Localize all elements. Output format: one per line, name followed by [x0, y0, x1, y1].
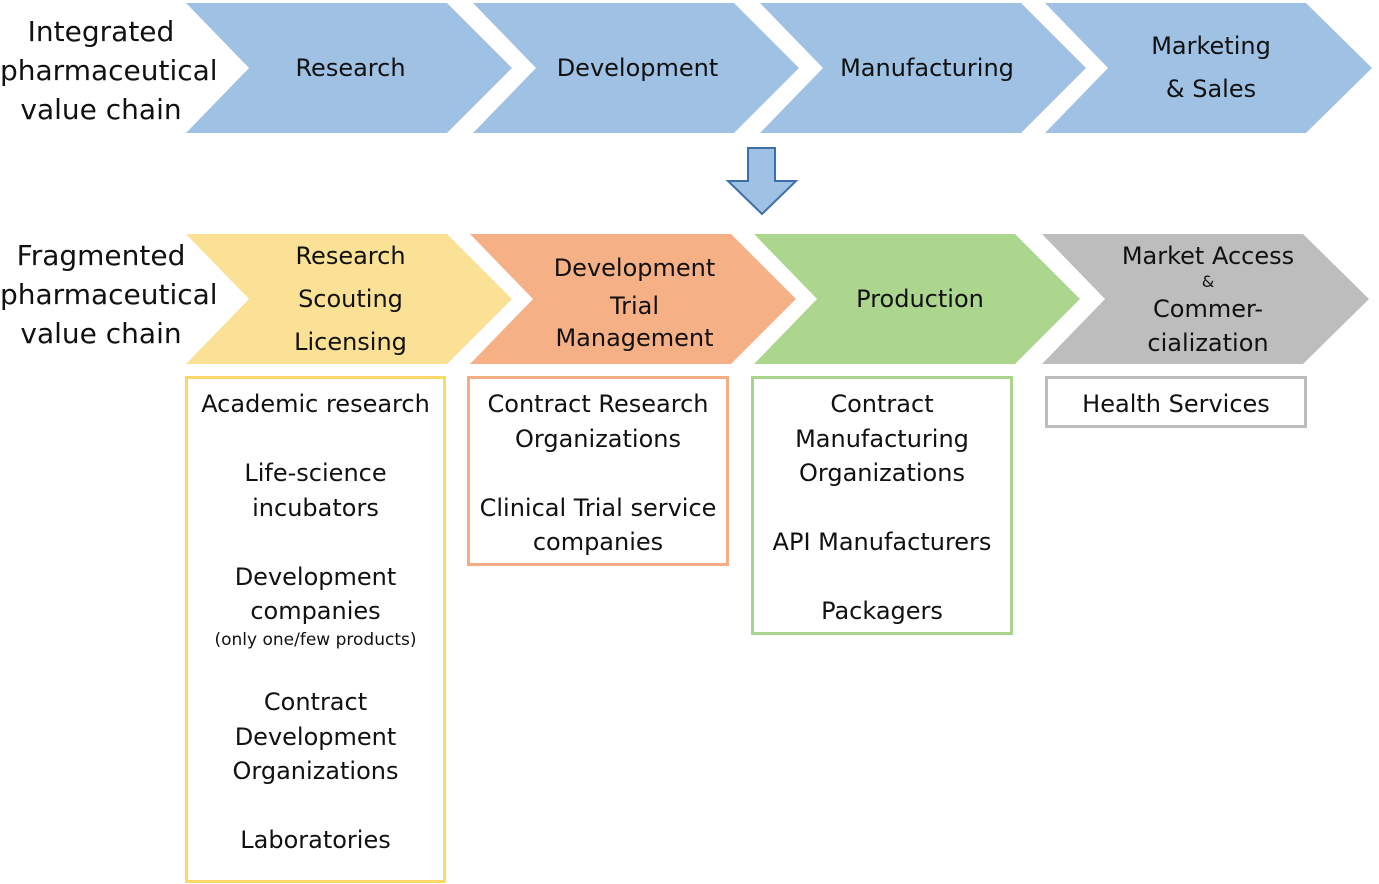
integrated-chain-label: Integrated pharmaceutical value chain: [0, 12, 218, 129]
integrated-chevron-development: [473, 3, 799, 133]
actor-laboratories: Laboratories: [240, 823, 390, 858]
stage-label: cialization: [1147, 329, 1269, 357]
actor-academic-research: Academic research: [201, 387, 430, 422]
actor-label: Academic research: [201, 390, 430, 418]
stage-label: Research: [295, 241, 406, 270]
integrated-stage-research: Research: [249, 3, 452, 133]
label-line: pharmaceutical: [0, 54, 218, 87]
stage-label: Commer-: [1153, 295, 1263, 323]
actor-contract-development-organizations: Contract Development Organizations: [233, 685, 399, 789]
stage-label: Research: [295, 54, 406, 82]
actor-label: Development: [234, 722, 397, 751]
actor-label: Clinical Trial service: [479, 493, 717, 522]
stage-label: & Sales: [1165, 75, 1257, 103]
fragmented-chevron-market: [1042, 234, 1369, 364]
integrated-chevron-marketing: [1045, 3, 1372, 133]
fragmented-stage-research: Research Scouting Licensing: [249, 234, 452, 364]
stage-label: Scouting: [298, 284, 403, 313]
actor-contract-research-organizations: Contract Research Organizations: [488, 387, 709, 456]
integrated-stage-manufacturing: Manufacturing: [823, 3, 1031, 133]
actor-label: Life-science: [244, 459, 387, 487]
fragmented-chevron-development: [470, 234, 796, 364]
fragmented-chevron-research: [186, 234, 512, 364]
stage-label: Licensing: [294, 327, 407, 356]
integrated-stage-development: Development: [536, 3, 739, 133]
fragmented-stage-market: Market Access & Commer- cialization: [1105, 236, 1311, 364]
actor-label: Contract: [263, 688, 368, 716]
integrated-chevron-manufacturing: [760, 3, 1086, 133]
actor-label: incubators: [252, 493, 379, 522]
actor-label: companies: [250, 597, 381, 625]
market-actors-box: Health Services: [1045, 376, 1307, 428]
label-line: Integrated: [27, 15, 175, 48]
fragmented-chevron-production: [754, 234, 1080, 364]
actor-contract-manufacturing-organizations: Contract Manufacturing Organizations: [795, 387, 969, 491]
stage-label: &: [1201, 272, 1215, 291]
actor-development-companies: Development companies (only one/few prod…: [215, 560, 417, 651]
actor-label: Contract: [830, 390, 934, 418]
actor-label: Organizations: [515, 424, 681, 453]
actor-label: API Manufacturers: [772, 528, 992, 556]
fragmented-chain-label: Fragmented pharmaceutical value chain: [0, 236, 218, 353]
actor-note: (only one/few products): [214, 629, 417, 650]
actor-label: Health Services: [1082, 390, 1270, 418]
fragmented-stage-production: Production: [817, 234, 1023, 364]
label-line: value chain: [20, 93, 182, 126]
actor-label: Contract Research: [487, 390, 709, 418]
actor-life-science-incubators: Life-science incubators: [244, 456, 386, 525]
actor-label: Organizations: [799, 459, 965, 487]
actor-packagers: Packagers: [821, 594, 943, 629]
actor-label: Packagers: [821, 597, 943, 625]
stage-label: Manufacturing: [840, 54, 1014, 82]
stage-label: Marketing: [1151, 32, 1271, 60]
integrated-stage-marketing: Marketing & Sales: [1108, 3, 1314, 133]
actor-label: Organizations: [232, 757, 399, 785]
stage-label: Development: [553, 253, 716, 282]
stage-label: Development: [556, 54, 719, 82]
actor-api-manufacturers: API Manufacturers: [773, 525, 992, 560]
stage-label: Management: [555, 323, 714, 352]
stage-label: Market Access: [1121, 242, 1295, 270]
actor-label: Laboratories: [240, 826, 391, 854]
label-line: Fragmented: [16, 239, 186, 272]
actor-label: companies: [532, 528, 664, 556]
actor-health-services: Health Services: [1082, 387, 1270, 422]
integrated-chevron-research: [186, 3, 512, 133]
production-actors-box: Contract Manufacturing Organizations API…: [751, 376, 1013, 635]
research-actors-box: Academic research Life-science incubator…: [185, 376, 446, 883]
label-line: value chain: [20, 317, 182, 350]
stage-label: Production: [856, 285, 984, 313]
fragmented-stage-development: Development Trial Management: [533, 240, 736, 360]
actor-label: Development: [234, 562, 397, 591]
label-line: pharmaceutical: [0, 278, 218, 311]
down-arrow-icon: [725, 147, 799, 216]
development-actors-box: Contract Research Organizations Clinical…: [467, 376, 729, 566]
actor-clinical-trial-service-companies: Clinical Trial service companies: [480, 491, 717, 560]
stage-label: Trial: [609, 291, 660, 320]
actor-label: Manufacturing: [795, 424, 969, 453]
